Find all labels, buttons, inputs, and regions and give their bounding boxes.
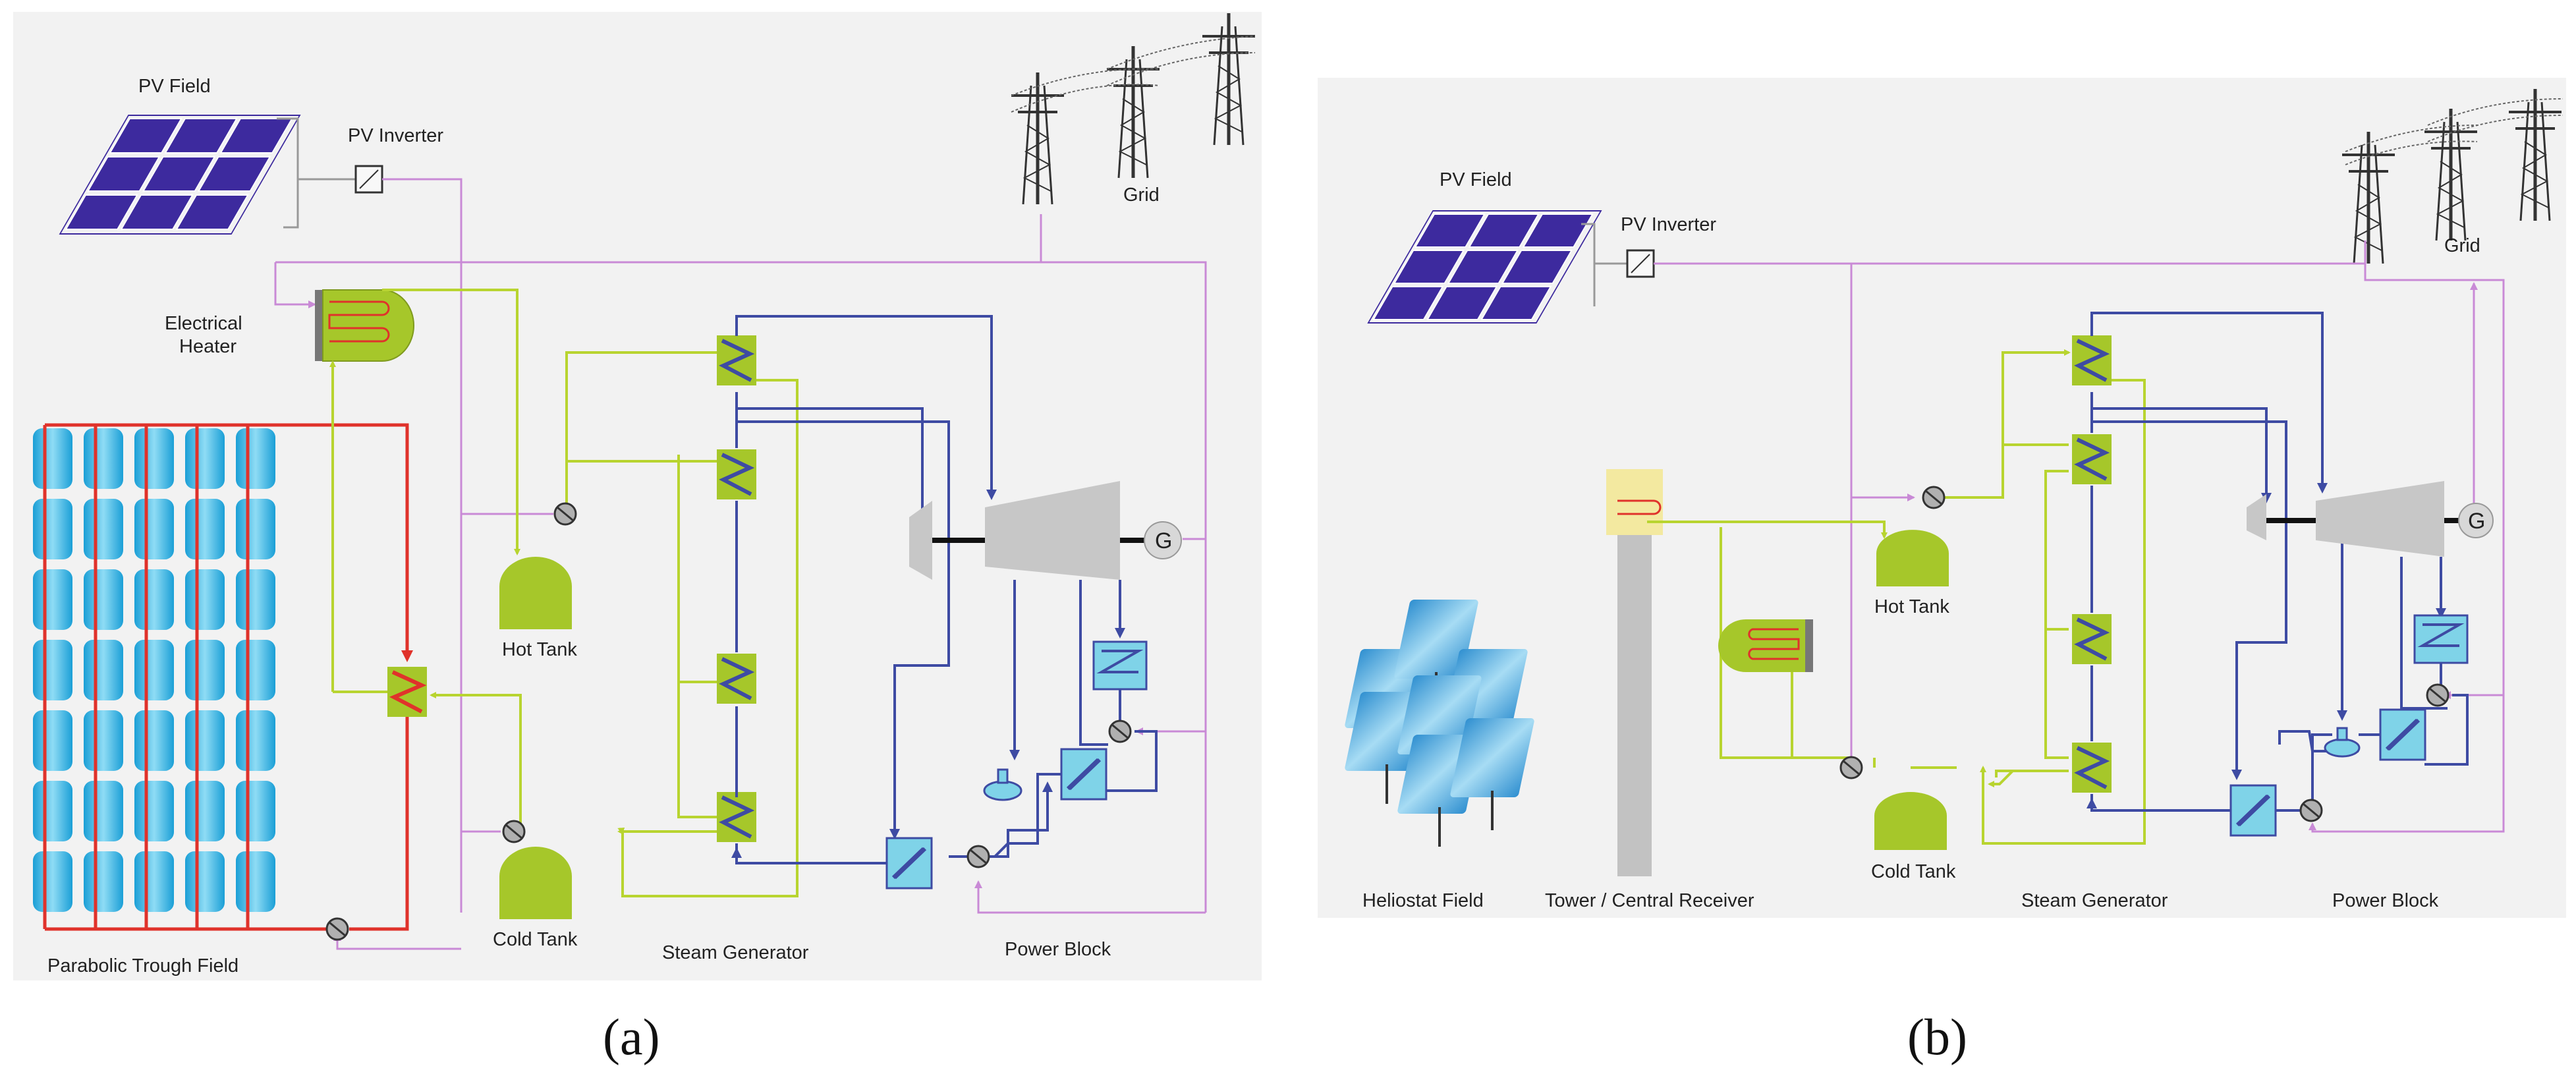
pv-inverter-b: [1626, 249, 1655, 278]
feedwater-pump-b: [2299, 799, 2323, 822]
panel-b: PV Field PV Inverter Grid: [1318, 78, 2566, 1065]
superheater-hx-b: [2072, 335, 2112, 385]
deaerator: [983, 768, 1022, 801]
condenser-b: [2413, 614, 2469, 664]
preheater-hx-b: [2072, 743, 2112, 793]
grid-label-b: Grid: [2444, 235, 2480, 256]
reheater-hx: [717, 449, 756, 499]
salt-lines: [329, 289, 798, 897]
cold-tank-b: [1874, 792, 1947, 850]
generator-b: G: [2458, 503, 2494, 538]
tower-label: Tower / Central Receiver: [1545, 890, 1754, 911]
pv-field-cable-b: [1581, 223, 1596, 306]
electrical-heater-label-2: Heater: [179, 336, 237, 357]
panel-a: PV Field PV Inverter Grid: [13, 12, 1262, 1065]
electrical-heater-b: [1718, 619, 1813, 672]
trough-field-label: Parabolic Trough Field: [47, 955, 238, 976]
central-receiver-tower: [1606, 469, 1663, 876]
pv-inverter-label-b: PV Inverter: [1621, 214, 1716, 235]
svg-text:G: G: [2468, 509, 2485, 534]
lp-feedwater-heater: [1061, 749, 1106, 799]
evaporator-hx: [717, 654, 756, 704]
svg-text:G: G: [1155, 528, 1172, 553]
htf-salt-heat-exchanger: [387, 667, 427, 717]
salt-lines-b: [1647, 349, 2146, 845]
electrical-heater: [315, 289, 414, 362]
hot-salt-pump: [553, 502, 577, 526]
steam-generator-label: Steam Generator: [662, 942, 809, 963]
water-steam-lines: [731, 315, 1158, 864]
deaerator-b: [2324, 727, 2361, 758]
pv-field-label: PV Field: [138, 76, 211, 97]
heliostat-field-label: Heliostat Field: [1362, 890, 1484, 911]
reheater-hx-b: [2072, 434, 2112, 484]
hot-salt-pump-b: [1922, 486, 1946, 509]
panel-a-caption: (a): [603, 1008, 660, 1065]
feedwater-pump: [966, 845, 990, 868]
pv-field-cable: [277, 117, 299, 229]
pv-inverter-label: PV Inverter: [348, 125, 443, 146]
steam-generator-label-b: Steam Generator: [2021, 890, 2168, 911]
lp-feedwater-heater-b: [2380, 710, 2425, 760]
superheater-hx: [717, 335, 756, 385]
hot-tank-label: Hot Tank: [502, 639, 577, 660]
cold-salt-pump: [502, 820, 526, 843]
parabolic-trough-field: [33, 423, 413, 931]
condensate-pump-b: [2426, 683, 2450, 707]
power-block-label-b: Power Block: [2332, 890, 2439, 911]
hot-tank: [499, 557, 572, 629]
hp-feedwater-heater: [887, 838, 932, 888]
generator: G: [1144, 521, 1182, 559]
cold-salt-pump-b: [1839, 756, 1863, 779]
condensate-pump: [1108, 720, 1132, 743]
evaporator-hx-b: [2072, 614, 2112, 664]
panel-b-caption: (b): [1907, 1008, 1967, 1065]
grid-label: Grid: [1123, 184, 1160, 206]
cold-tank-label: Cold Tank: [493, 929, 578, 950]
cold-tank: [499, 847, 572, 919]
hot-tank-b: [1876, 530, 1949, 586]
preheater-hx: [717, 792, 756, 842]
pv-field-label-b: PV Field: [1440, 169, 1512, 190]
htf-pump: [325, 917, 349, 941]
steam-turbine-b: [2247, 481, 2464, 557]
hp-feedwater-heater-b: [2231, 785, 2276, 835]
grid-pylons: [1011, 13, 1255, 204]
pv-inverter: [354, 165, 383, 194]
water-steam-lines-b: [2086, 312, 2469, 812]
power-block-label: Power Block: [1005, 939, 1111, 960]
pv-field-array: [59, 115, 301, 235]
hot-tank-label-b: Hot Tank: [1874, 596, 1949, 617]
cold-tank-label-b: Cold Tank: [1871, 861, 1956, 882]
steam-turbine: [909, 481, 1150, 580]
electrical-heater-label-1: Electrical: [165, 313, 242, 334]
condenser: [1092, 640, 1148, 691]
pv-field-array-b: [1367, 210, 1602, 324]
